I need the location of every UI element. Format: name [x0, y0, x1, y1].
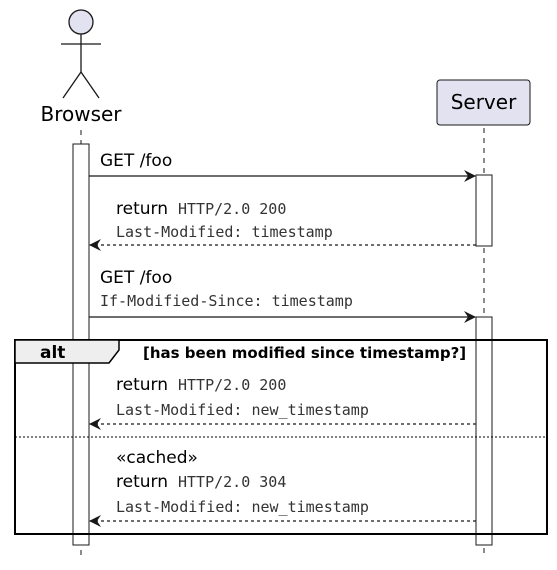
- alt-guard: [has been modified since timestamp?]: [143, 344, 466, 362]
- message-4-status-code: HTTP/2.0 200: [178, 376, 286, 394]
- alt-fragment-header: [14, 339, 120, 364]
- message-2-label-line1: return HTTP/2.0 200: [116, 199, 286, 219]
- message-2-return-keyword: return: [116, 199, 168, 219]
- server-participant-label: Server: [451, 90, 517, 114]
- message-3-label-line1: GET /foo: [100, 268, 172, 288]
- browser-actor-icon: [61, 9, 101, 99]
- server-activation-1: [475, 174, 493, 247]
- message-5-label-line1: return HTTP/2.0 304: [116, 472, 286, 492]
- browser-participant-label: Browser: [40, 102, 122, 126]
- message-4-label-line2: Last-Modified: new_timestamp: [116, 401, 369, 419]
- alt-keyword: alt: [40, 343, 65, 363]
- message-5-status-code: HTTP/2.0 304: [178, 473, 286, 491]
- message-1-label: GET /foo: [100, 151, 172, 171]
- message-4-label-line1: return HTTP/2.0 200: [116, 375, 286, 395]
- message-4-return-keyword: return: [116, 375, 168, 395]
- message-2-status-code: HTTP/2.0 200: [178, 200, 286, 218]
- message-5-stereotype: «cached»: [116, 448, 198, 468]
- message-2-label-line2: Last-Modified: timestamp: [116, 223, 333, 241]
- message-5-return-keyword: return: [116, 472, 168, 492]
- message-3-label-line2: If-Modified-Since: timestamp: [100, 292, 353, 310]
- message-5-label-line2: Last-Modified: new_timestamp: [116, 498, 369, 516]
- server-participant-box: [436, 79, 531, 126]
- server-activation-2: [475, 316, 493, 546]
